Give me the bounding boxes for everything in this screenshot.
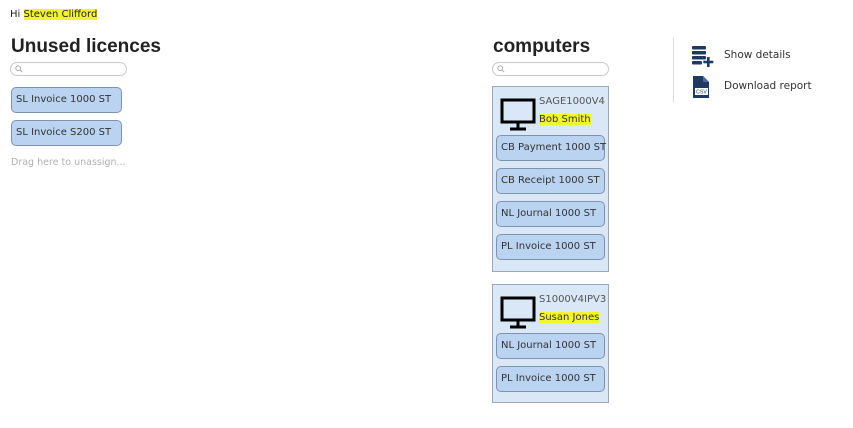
- download-report-label: Download report: [724, 80, 812, 92]
- csv-file-icon: CSV: [693, 76, 709, 98]
- computer-user: Susan Jones: [539, 312, 600, 323]
- greeting-prefix: Hi: [10, 9, 21, 20]
- assigned-licence-item[interactable]: PL Invoice 1000 ST: [496, 234, 605, 260]
- computer-card[interactable]: SAGE1000V4 Bob Smith CB Payment 1000 ST …: [492, 86, 609, 272]
- user-name: Steven Clifford: [23, 9, 98, 20]
- assigned-licence-item[interactable]: NL Journal 1000 ST: [496, 201, 605, 227]
- unused-licences-search[interactable]: [10, 62, 127, 76]
- computers-search[interactable]: [492, 62, 609, 76]
- greeting: Hi Steven Clifford: [10, 9, 98, 20]
- computer-hostname: SAGE1000V4: [539, 96, 605, 107]
- computers-search-input[interactable]: [507, 63, 605, 75]
- assigned-licence-item[interactable]: CB Receipt 1000 ST: [496, 168, 605, 194]
- computer-hostname: S1000V4IPV3: [539, 294, 607, 305]
- unassign-drop-zone[interactable]: Drag here to unassign...: [11, 157, 126, 168]
- csv-badge-text: CSV: [696, 90, 707, 96]
- unused-licences-search-input[interactable]: [25, 63, 123, 75]
- search-icon: [15, 65, 23, 73]
- assigned-licence-item[interactable]: NL Journal 1000 ST: [496, 333, 605, 359]
- search-icon: [497, 65, 505, 73]
- unused-licence-item[interactable]: SL Invoice S200 ST: [11, 120, 122, 146]
- unused-licences-title: Unused licences: [11, 36, 161, 57]
- computer-user: Bob Smith: [539, 114, 591, 125]
- monitor-icon: [500, 296, 536, 329]
- show-details-label: Show details: [724, 49, 791, 61]
- assigned-licence-item[interactable]: PL Invoice 1000 ST: [496, 366, 605, 392]
- download-report-button[interactable]: CSV Download report: [690, 75, 815, 99]
- assigned-licence-item[interactable]: CB Payment 1000 ST: [496, 135, 606, 161]
- monitor-icon: [500, 98, 536, 131]
- computer-card[interactable]: S1000V4IPV3 Susan Jones NL Journal 1000 …: [492, 284, 609, 403]
- actions-divider: [673, 38, 674, 102]
- database-add-icon: [692, 46, 714, 67]
- computers-title: computers: [493, 36, 591, 57]
- unused-licence-item[interactable]: SL Invoice 1000 ST: [11, 87, 122, 113]
- show-details-button[interactable]: Show details: [690, 44, 800, 68]
